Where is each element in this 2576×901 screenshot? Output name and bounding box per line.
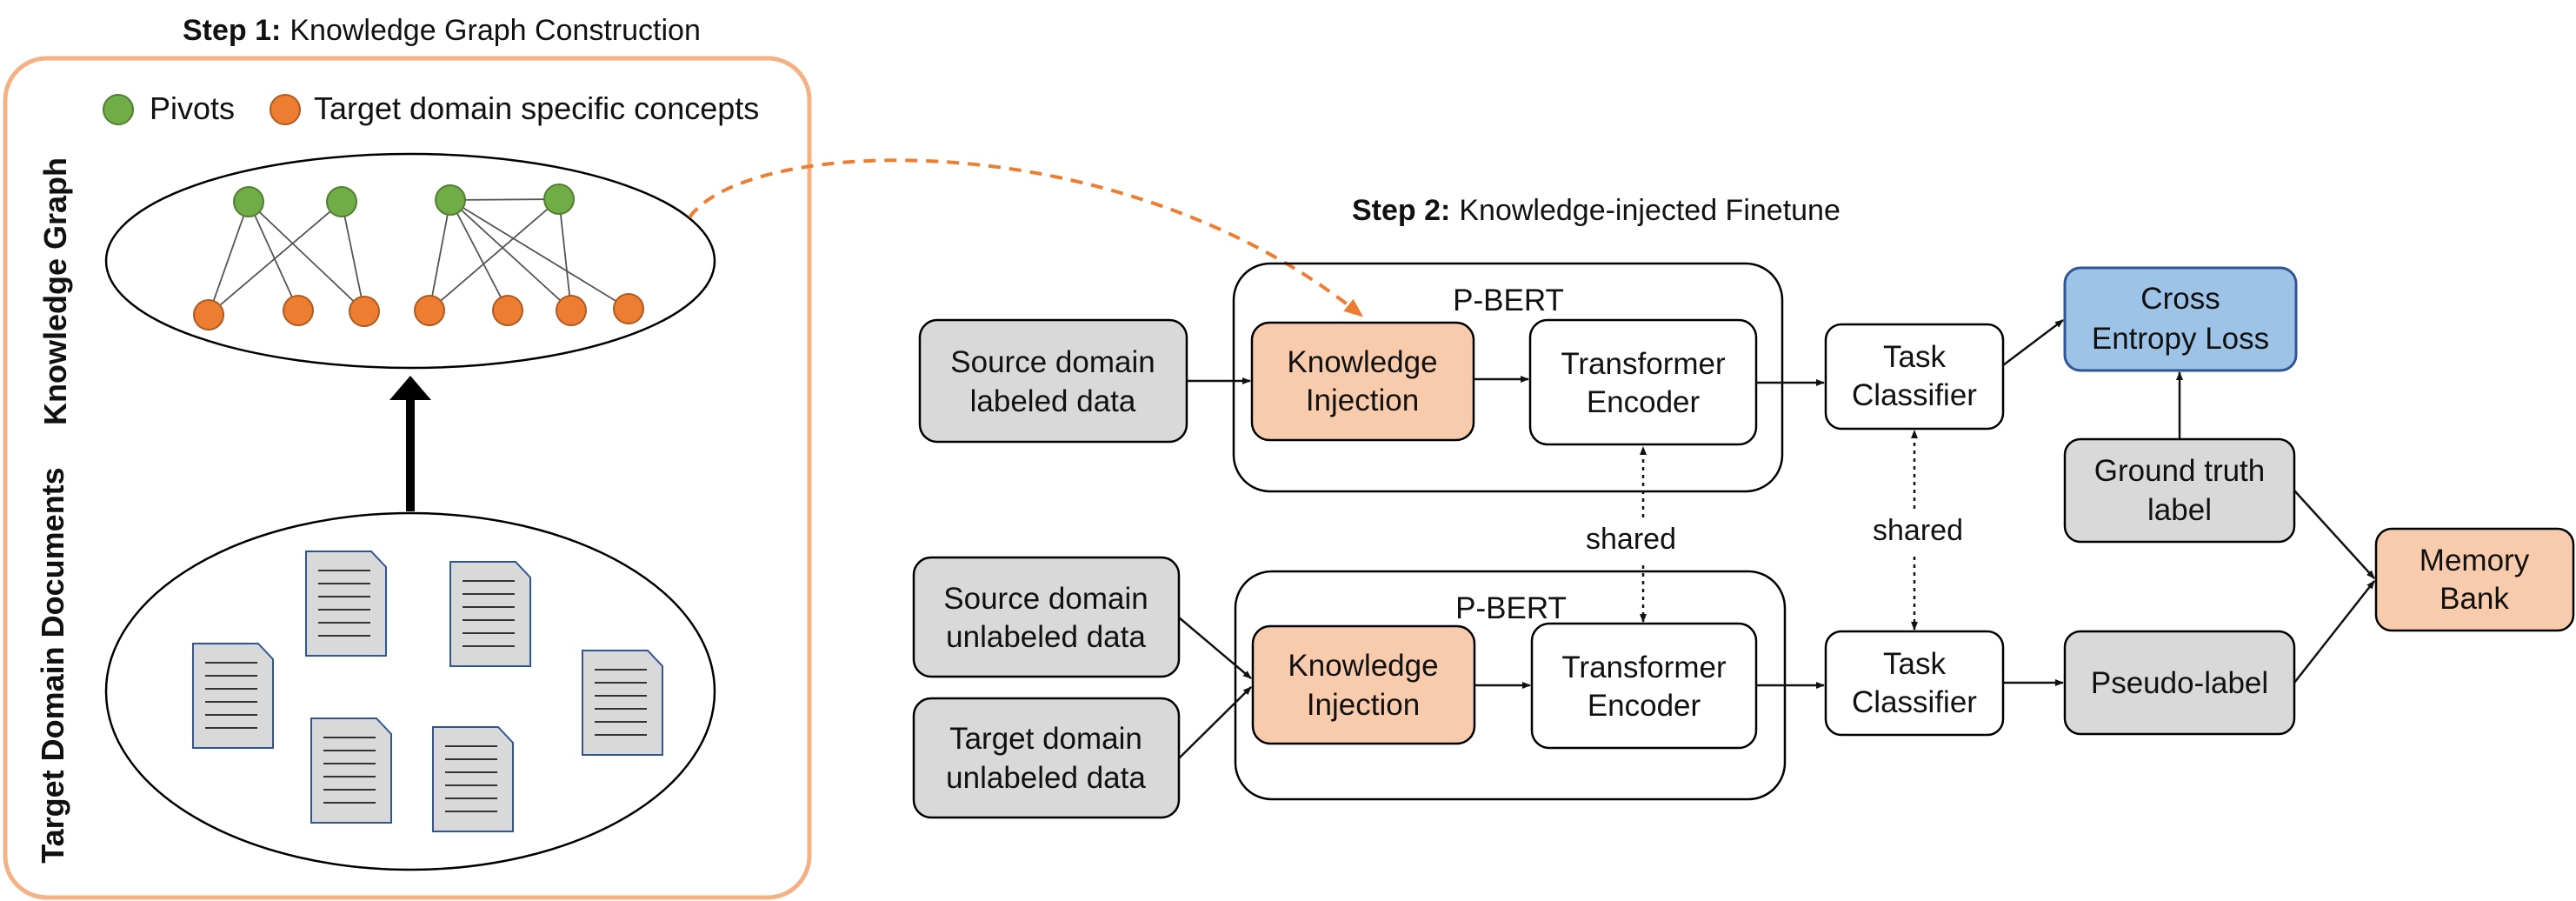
source-labeled-label-2: labeled data: [970, 384, 1136, 418]
cross-entropy-box: [2063, 266, 2298, 372]
pivot-nodes: [233, 184, 575, 217]
shared-links: [1640, 430, 1918, 631]
document-icon: [432, 726, 514, 832]
source-unlabeled-label: Source domain: [943, 582, 1148, 616]
transformer-encoder-bottom-box: [1530, 622, 1758, 750]
target-unlabeled-box: [912, 697, 1181, 819]
pivot-node: [326, 186, 357, 217]
document-icon: [449, 561, 531, 667]
pivot-node: [233, 186, 264, 217]
kg-injection-arrow: [688, 158, 1364, 317]
source-labeled-box: [918, 318, 1188, 444]
pbert-top-label: P-BERT: [1453, 284, 1564, 317]
concept-node: [283, 295, 314, 326]
document-icon: [582, 650, 663, 756]
legend-pivots: Pivots: [150, 90, 235, 126]
step2-title: Step 2:Knowledge-injected Finetune: [1352, 194, 1840, 227]
step1-panel: [3, 56, 812, 900]
arrow-pseudo-to-memory: [2293, 580, 2375, 684]
arrow-source-unlabeled-to-injection: [1178, 617, 1252, 679]
ground-truth-label-2: label: [2147, 493, 2212, 527]
task-classifier-top-label: Task: [1883, 340, 1946, 374]
arrow-ground-truth-to-memory: [2293, 490, 2375, 579]
task-classifier-bottom-label-2: Classifier: [1852, 685, 1977, 719]
memory-bank-box: [2374, 527, 2575, 632]
transformer-encoder-top-label-2: Encoder: [1587, 385, 1701, 419]
concept-nodes: [193, 293, 644, 330]
concept-legend-icon: [270, 94, 301, 125]
document-icons: [192, 551, 663, 832]
pbert-bottom-label: P-BERT: [1455, 591, 1567, 625]
concept-node: [613, 293, 644, 324]
arrow-classifier-to-ce: [2002, 319, 2064, 366]
concept-node: [193, 299, 224, 330]
concept-node: [556, 295, 587, 326]
construction-arrow-head: [389, 376, 431, 400]
pivot-node: [543, 184, 575, 215]
step1-title: Step 1:Knowledge Graph Construction: [183, 14, 701, 47]
task-classifier-top-label-2: Classifier: [1852, 378, 1977, 412]
task-classifier-top-box: [1824, 323, 2005, 430]
source-labeled-label: Source domain: [950, 345, 1155, 379]
documents-ellipse: [104, 511, 716, 871]
pivot-legend-icon: [103, 94, 134, 125]
transformer-encoder-top-label: Transformer: [1561, 347, 1726, 381]
knowledge-graph-edges: [208, 198, 629, 316]
transformer-encoder-bottom-label: Transformer: [1561, 651, 1727, 684]
knowledge-graph-ellipse: [104, 152, 716, 370]
flow-arrows: [1178, 319, 2375, 759]
knowledge-injection-top-label-2: Injection: [1306, 384, 1419, 417]
memory-bank-label: Memory: [2420, 544, 2530, 577]
source-unlabeled-box: [912, 556, 1181, 678]
pbert-top-container: [1232, 262, 1784, 493]
knowledge-injection-bottom-label-2: Injection: [1307, 688, 1420, 722]
transformer-encoder-top-box: [1528, 318, 1758, 446]
knowledge-injection-bottom-label: Knowledge: [1288, 649, 1438, 683]
knowledge-injection-bottom-box: [1251, 624, 1476, 745]
ground-truth-label: Ground truth: [2094, 454, 2266, 488]
target-unlabeled-label: Target domain: [949, 722, 1142, 756]
vertical-label-target-documents: Target Domain Documents: [35, 467, 70, 863]
arrow-target-unlabeled-to-injection: [1178, 686, 1252, 759]
legend-target-concepts: Target domain specific concepts: [314, 90, 759, 126]
vertical-label-knowledge-graph: Knowledge Graph: [37, 157, 73, 425]
source-unlabeled-label-2: unlabeled data: [946, 620, 1146, 654]
knowledge-injection-top-box: [1250, 321, 1475, 442]
document-icon: [310, 717, 392, 824]
shared-classifier-label: shared: [1873, 514, 1963, 547]
shared-encoder-label: shared: [1586, 523, 1676, 556]
transformer-encoder-bottom-label-2: Encoder: [1588, 689, 1701, 723]
task-classifier-bottom-label: Task: [1883, 647, 1946, 681]
document-icon: [305, 551, 387, 657]
cross-entropy-label: Cross: [2140, 282, 2220, 316]
pseudo-label-text: Pseudo-label: [2091, 666, 2268, 700]
document-icon: [192, 643, 274, 749]
knowledge-injection-top-label: Knowledge: [1287, 345, 1437, 379]
concept-node: [414, 295, 445, 326]
concept-node: [349, 296, 380, 327]
concept-node: [492, 295, 523, 326]
pivot-node: [435, 184, 466, 216]
cross-entropy-label-2: Entropy Loss: [2092, 322, 2269, 356]
memory-bank-label-2: Bank: [2440, 582, 2509, 616]
target-unlabeled-label-2: unlabeled data: [946, 761, 1146, 795]
